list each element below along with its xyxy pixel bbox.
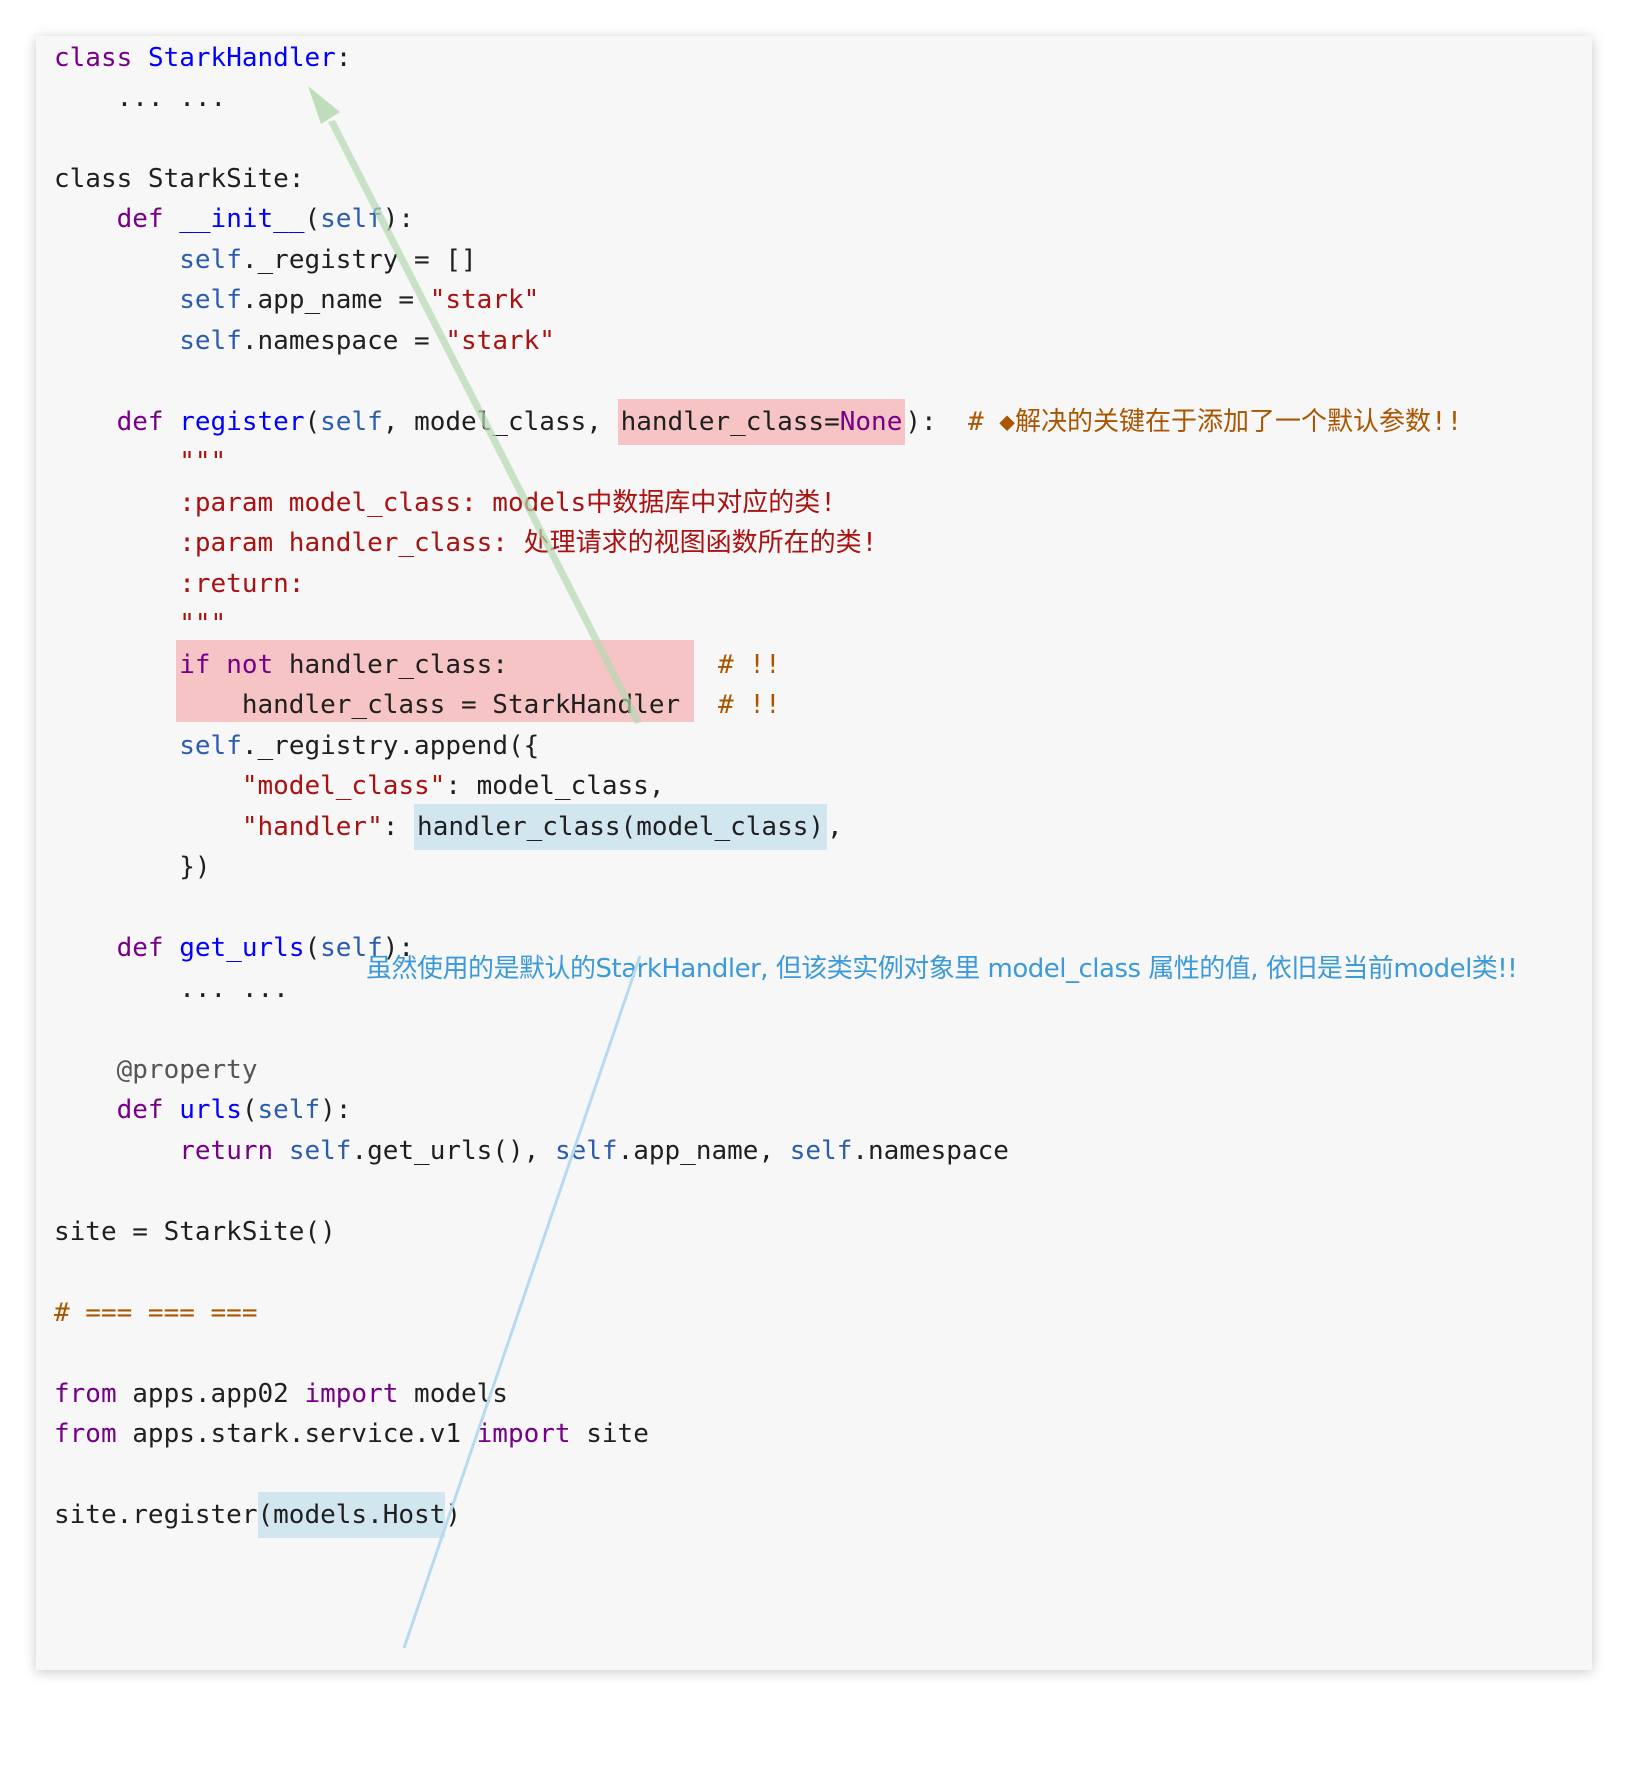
code-line-35: from apps.stark.service.v1 import site: [54, 1419, 649, 1449]
code-line-17: handler_class = StarkHandler: [54, 690, 681, 720]
code-line-28: return self.get_urls(), self.app_name, s…: [179, 1136, 1009, 1166]
comment-mark-2: # !!: [718, 690, 781, 720]
class-name: StarkHandler: [147, 43, 336, 73]
code-line-16: if not handler_class:: [179, 650, 508, 680]
code-line-7: self.app_name = "stark": [179, 285, 540, 315]
code-line-10: def register(self, model_class, handler_…: [54, 399, 1463, 445]
code-line-13: :param handler_class: 处理请求的视图函数所在的类!: [54, 528, 878, 558]
highlight-models-host: (models.Host: [257, 1492, 446, 1538]
code-line-15: """: [54, 609, 227, 639]
keyword: class: [54, 43, 133, 73]
code-line-26: @property: [54, 1055, 258, 1085]
code-line-23: def get_urls(self):: [116, 933, 415, 963]
code-line-34: from apps.app02 import models: [54, 1379, 508, 1409]
annotation-note: 虽然使用的是默认的StarkHandler, 但该类实例对象里 model_cl…: [366, 954, 1518, 984]
highlight-handler-call: handler_class(model_class): [414, 804, 828, 850]
code-line-27: def urls(self):: [116, 1095, 352, 1125]
highlight-default-param: handler_class=None: [617, 399, 906, 445]
code-line-5: def __init__(self):: [116, 204, 415, 234]
code-line-1: class StarkHandler:: [54, 43, 352, 73]
comment-mark-1: # !!: [718, 650, 781, 680]
code-line-6: self._registry = []: [179, 245, 477, 275]
code-line-21: }): [54, 852, 211, 882]
code-line-20: "handler": handler_class(model_class),: [54, 804, 843, 850]
code-block: class StarkHandler: ... ... class StarkS…: [54, 36, 1462, 1776]
code-line-37: site.register(models.Host): [54, 1492, 461, 1538]
comment-default-param: # ◆解决的关键在于添加了一个默认参数!!: [967, 407, 1463, 437]
code-line-18: self._registry.append({: [179, 731, 540, 761]
code-panel: class StarkHandler: ... ... class StarkS…: [36, 36, 1592, 1670]
code-line-14: :return:: [54, 569, 305, 599]
code-line-11: """: [54, 447, 227, 477]
code-line-19: "model_class": model_class,: [241, 771, 665, 801]
code-line-12: :param model_class: models中数据库中对应的类!: [54, 488, 836, 518]
code-line-2: ... ...: [54, 83, 227, 113]
code-line-30: site = StarkSite(): [54, 1217, 336, 1247]
code-line-4: class StarkSite:: [54, 164, 305, 194]
code-line-24: ... ...: [54, 974, 289, 1004]
code-line-32: # === === ===: [54, 1298, 258, 1328]
blue-connector-line: [402, 955, 642, 1649]
code-line-8: self.namespace = "stark": [179, 326, 555, 356]
green-arrow-head: [308, 86, 340, 124]
